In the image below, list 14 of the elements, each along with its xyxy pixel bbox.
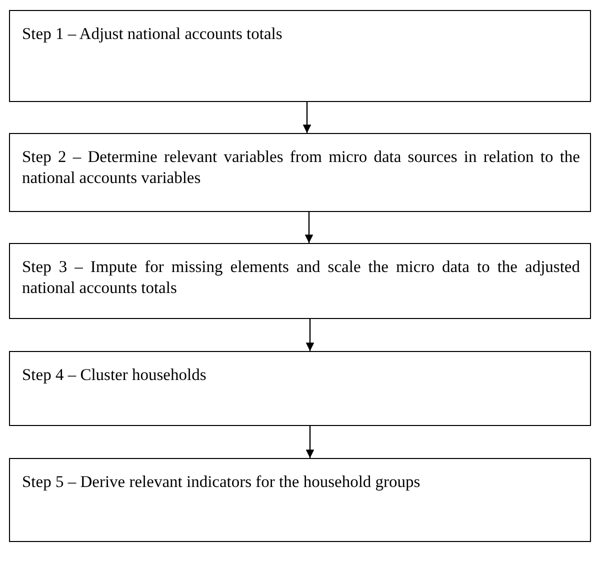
step-text: Step 5 – Derive relevant indicators for the household groups: [22, 471, 422, 492]
arrow: [306, 426, 314, 458]
arrow: [304, 212, 314, 243]
step-box: [9, 133, 591, 212]
step-text: Step 1 – Adjust national accounts totals: [22, 23, 284, 44]
step-box: [9, 243, 591, 319]
step-text: Step 4 – Cluster households: [22, 364, 208, 385]
arrow: [306, 319, 314, 351]
step-text: Step 3 – Impute for missing elements and scale the micro data to the adjusted national accounts totals: [22, 256, 580, 298]
step-box: [9, 10, 591, 102]
arrow: [302, 102, 312, 133]
step-box: [9, 351, 591, 426]
step-text: Step 2 – Determine relevant variables from micro data sources in relation to the national accounts variables: [22, 146, 580, 188]
step-box: [9, 458, 591, 542]
